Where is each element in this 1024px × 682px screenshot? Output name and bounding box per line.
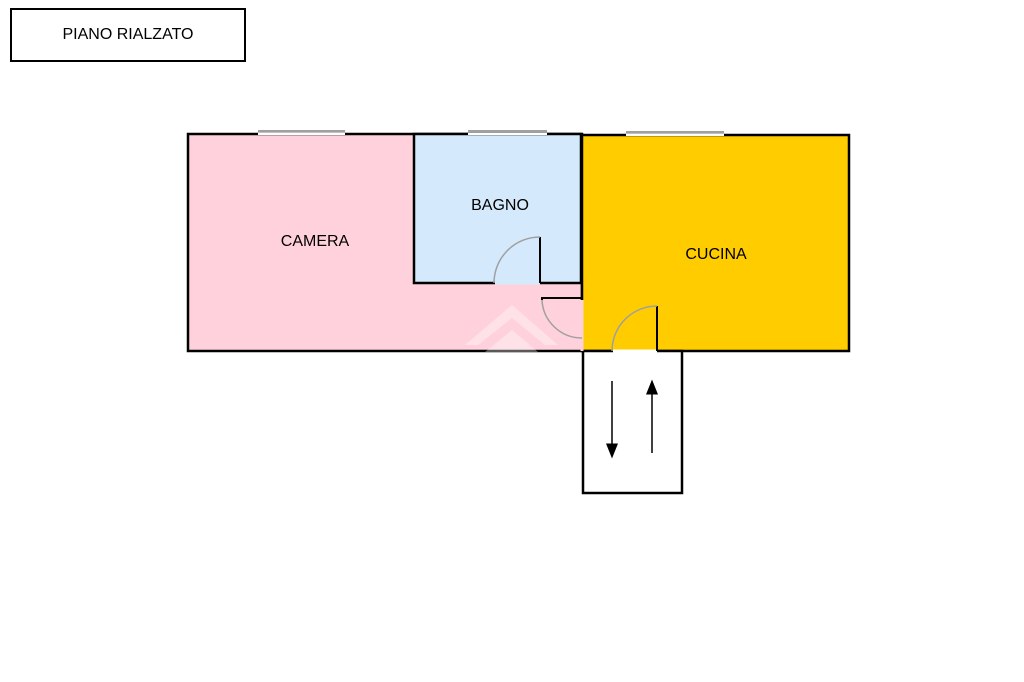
stairs-area bbox=[581, 349, 684, 495]
door-bagno bbox=[493, 236, 541, 284]
watermark-logo bbox=[465, 305, 558, 352]
room-label-cucina: CUCINA bbox=[685, 246, 747, 263]
door-cucina bbox=[611, 305, 658, 352]
floor-label: PIANO RIALZATO bbox=[10, 8, 246, 62]
door-corridor bbox=[541, 298, 583, 339]
stair-arrows bbox=[606, 379, 658, 459]
room-label-camera: CAMERA bbox=[281, 233, 350, 250]
room-label-bagno: BAGNO bbox=[471, 197, 529, 214]
room-cucina bbox=[580, 133, 851, 353]
floor-label-text: PIANO RIALZATO bbox=[62, 26, 194, 43]
windows bbox=[258, 130, 724, 136]
